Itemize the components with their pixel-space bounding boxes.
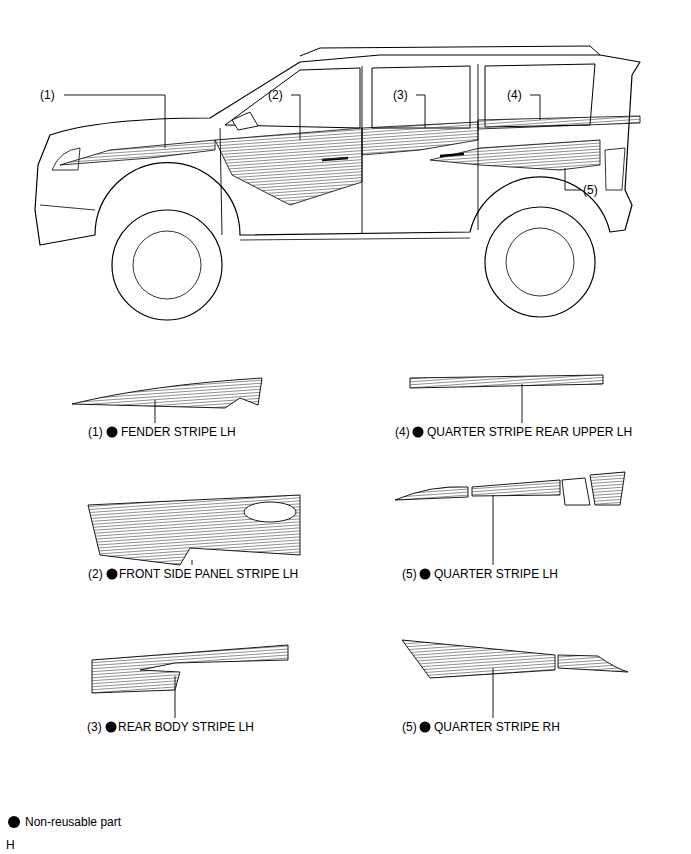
drawing-element: [40, 205, 95, 210]
drawing-element: [395, 487, 468, 500]
drawing-element: [362, 122, 478, 155]
drawing-element: [72, 378, 262, 408]
callout-number: (3): [87, 720, 102, 734]
drawing-element: [522, 384, 523, 423]
legend-swatch: [8, 816, 20, 828]
drawing-element: [478, 116, 640, 129]
drawing-element: [240, 238, 470, 240]
stripes-on-vehicle: [60, 116, 640, 205]
drawing-element: [416, 95, 425, 128]
callout-number: (1): [40, 88, 55, 102]
callout-number: (5): [402, 720, 417, 734]
drawing-element: [420, 569, 431, 580]
non-reusable-dots: [106, 427, 431, 733]
drawing-element: [485, 207, 595, 317]
sheet-code: H: [6, 838, 15, 852]
callout-number: (5): [402, 567, 417, 581]
part-name: FRONT SIDE PANEL STRIPE LH: [119, 567, 298, 581]
drawing-element: [112, 210, 222, 320]
drawing-element: [60, 140, 215, 165]
leader-lines: [64, 95, 581, 190]
drawing-element: [107, 569, 118, 580]
drawing-element: [133, 231, 201, 299]
drawing-element: [430, 140, 600, 170]
callout-number: (2): [88, 567, 103, 581]
drawing-element: [565, 168, 581, 190]
drawing-element: [107, 427, 118, 438]
part-drawings: [72, 375, 628, 693]
part-name: QUARTER STRIPE REAR UPPER LH: [427, 425, 632, 439]
drawing-element: [372, 66, 470, 128]
drawing-element: [410, 375, 603, 388]
part-name: REAR BODY STRIPE LH: [118, 720, 254, 734]
callout-number: (1): [88, 425, 103, 439]
drawing-element: [402, 640, 555, 678]
drawing-element: [530, 95, 540, 120]
callout-number: (4): [507, 88, 522, 102]
drawing-element: [232, 112, 258, 130]
drawing-element: [493, 668, 494, 718]
drawing-element: [420, 722, 431, 733]
drawing-element: [478, 64, 479, 230]
drawing-element: [192, 560, 193, 565]
drawing-element: [106, 722, 117, 733]
part-name: FENDER STRIPE LH: [121, 425, 236, 439]
drawing-element: [92, 645, 288, 693]
callout-number: (4): [395, 425, 410, 439]
drawing-element: [88, 495, 300, 565]
callout-number: (5): [583, 183, 598, 197]
legend-text: Non-reusable part: [25, 815, 121, 829]
drawing-element: [52, 148, 80, 170]
callout-number: (3): [393, 88, 408, 102]
drawing-element: [64, 95, 165, 148]
drawing-element: [175, 676, 176, 718]
part-name: QUARTER STRIPE RH: [434, 720, 560, 734]
drawing-element: [472, 480, 560, 496]
drawing-element: [590, 472, 625, 505]
drawing-element: [493, 495, 494, 565]
vehicle-side-view: [35, 46, 640, 320]
drawing-element: [215, 128, 362, 205]
callout-number: (2): [268, 88, 283, 102]
drawing-element: [506, 228, 574, 296]
drawing-element: [413, 427, 424, 438]
drawing-element: [558, 655, 628, 672]
drawing-element: [35, 55, 640, 245]
drawing-element: [291, 95, 300, 140]
drawing-element: [155, 400, 156, 423]
part-name: QUARTER STRIPE LH: [434, 567, 558, 581]
drawing-element: [300, 46, 600, 56]
drawing-element: [562, 478, 590, 505]
drawing-element: [244, 502, 296, 522]
drawing-element: [605, 148, 625, 190]
